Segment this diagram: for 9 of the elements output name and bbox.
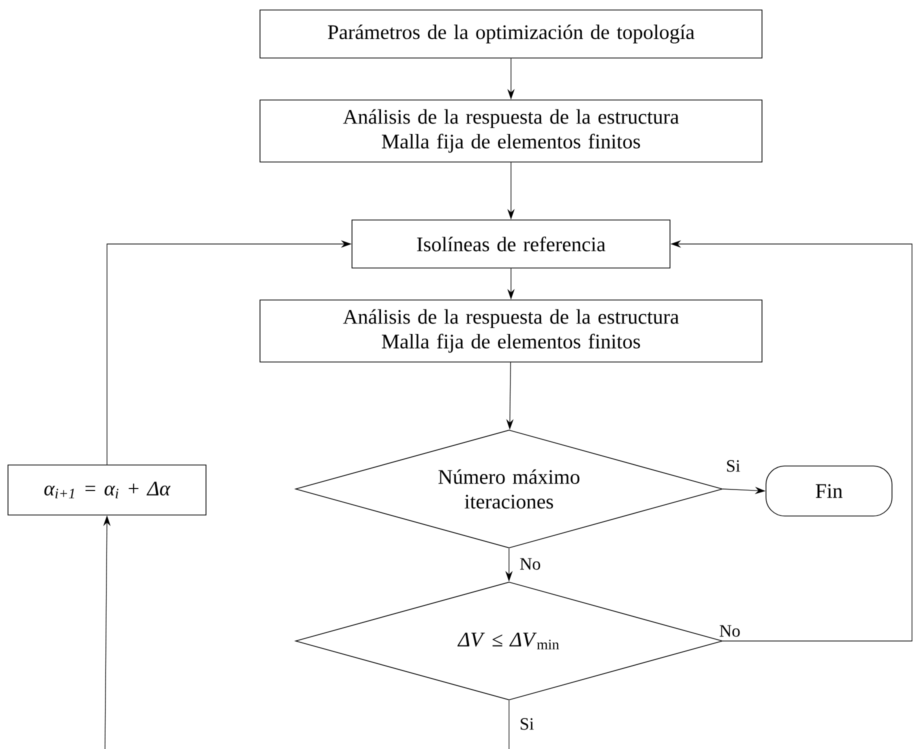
process-box: Parámetros de la optimización de topología <box>260 10 762 58</box>
terminator-box: Fin <box>766 466 892 516</box>
edge-label: Si <box>727 460 740 472</box>
edge-label: No <box>520 558 540 570</box>
edge-label: Si <box>520 718 534 730</box>
process-box: Isolíneas de referencia <box>352 220 670 268</box>
process-box: α$_{i+1}$ = α$_{i}$ + Δα <box>8 464 206 516</box>
process-box: Análisis de la respuesta de la estructura Malla fija de elementos finitos <box>260 100 762 162</box>
process-box: Análisis de la respuesta de la estructura Malla fija de elementos finitos <box>260 300 762 362</box>
